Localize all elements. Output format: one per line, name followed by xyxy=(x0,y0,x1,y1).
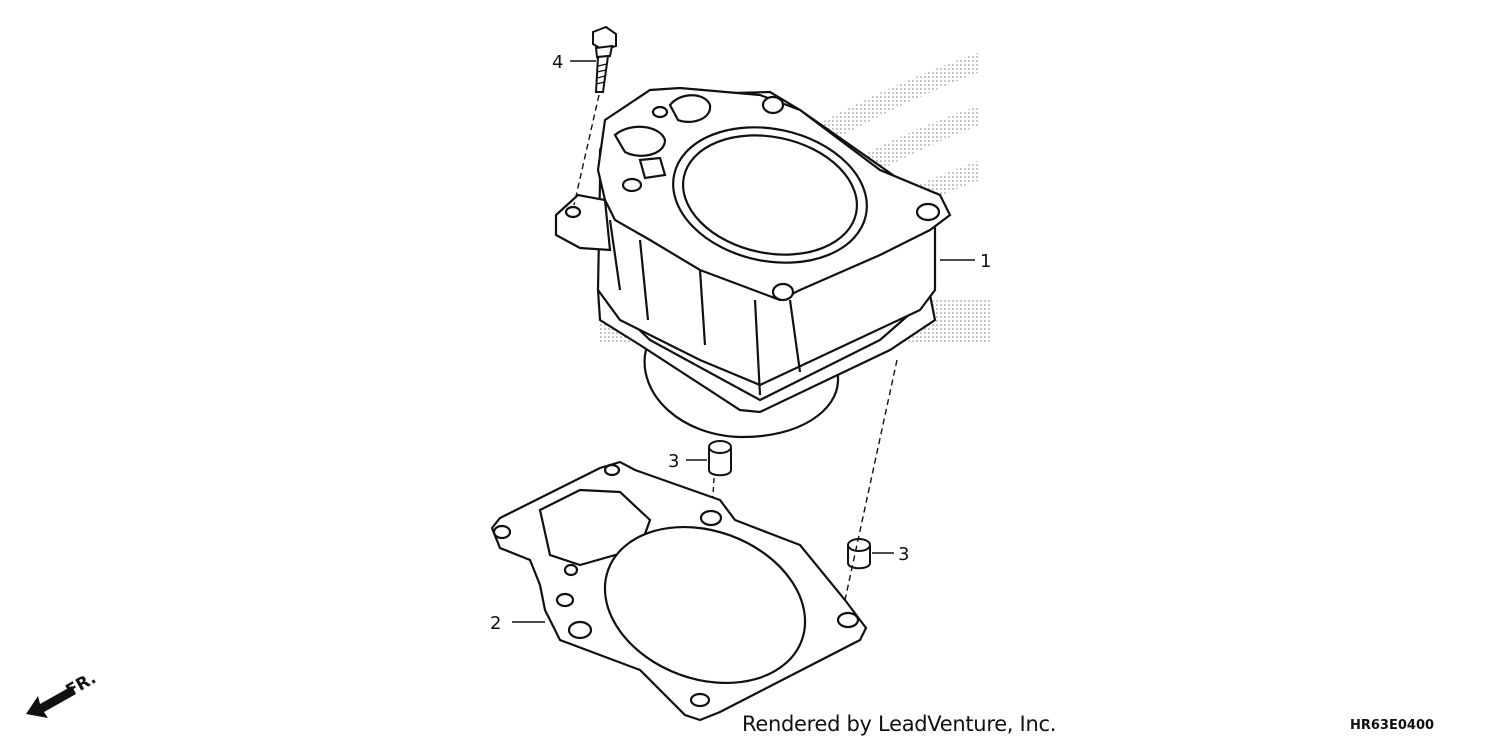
bolt-part xyxy=(592,25,617,93)
cylinder-part xyxy=(554,86,952,439)
callout-3-upper: 3 xyxy=(668,451,679,472)
callout-leaders xyxy=(512,60,975,623)
callout-2: 2 xyxy=(490,613,501,634)
callout-3-lower: 3 xyxy=(898,544,909,565)
callout-1: 1 xyxy=(980,251,991,272)
drawing-code: HR63E0400 xyxy=(1350,718,1435,733)
callout-4: 4 xyxy=(552,52,563,73)
dowel-guide-line-lower xyxy=(844,359,898,601)
gasket-part xyxy=(490,460,868,722)
front-arrow-icon xyxy=(26,686,76,718)
render-credit: Rendered by LeadVenture, Inc. xyxy=(742,712,1057,736)
dowel-pin-upper xyxy=(708,440,732,477)
dowel-pin-lower xyxy=(847,538,871,570)
front-direction-indicator: FR. xyxy=(26,668,100,718)
bolt-guide-line xyxy=(573,94,600,206)
